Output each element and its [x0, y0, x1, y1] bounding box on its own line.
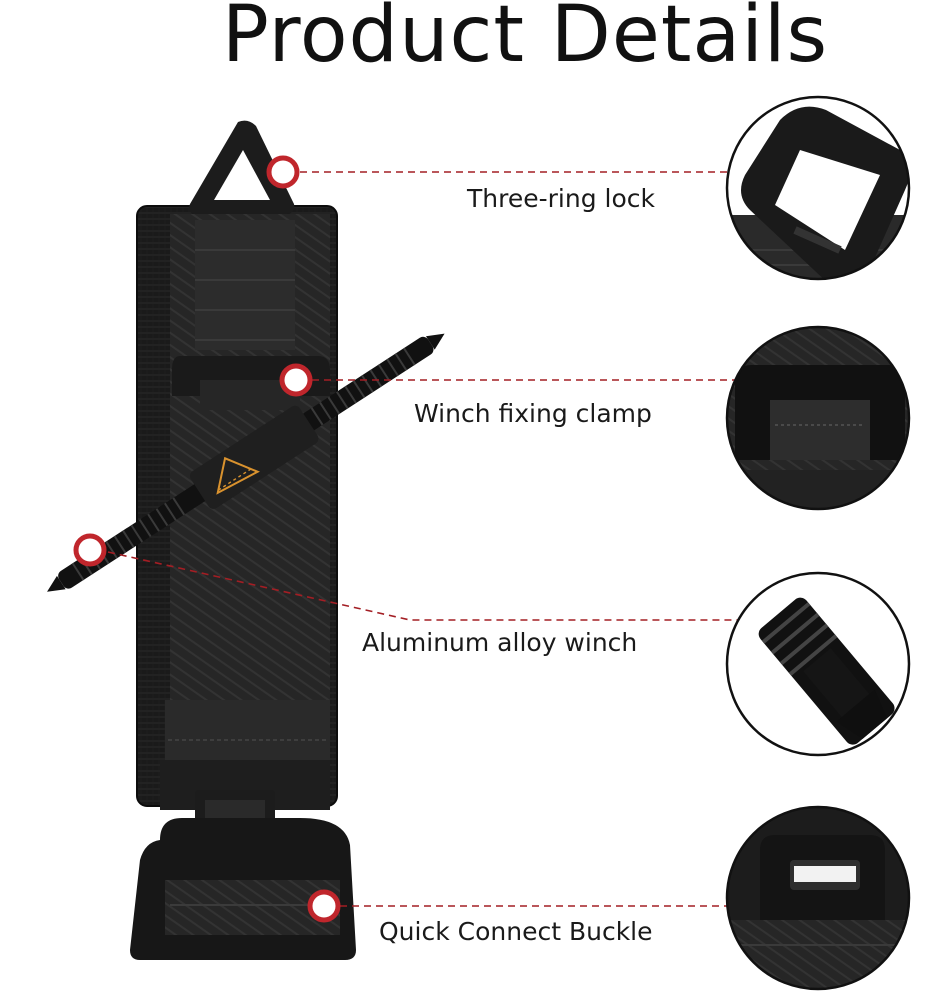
- markers: [73, 155, 341, 923]
- label-quick-connect-buckle: Quick Connect Buckle: [379, 917, 653, 946]
- quick-connect-buckle: [130, 790, 356, 960]
- winch-rod-detail-icon: [725, 571, 911, 757]
- marker-winch-clamp: [279, 363, 313, 397]
- clamp-detail-icon: [725, 325, 911, 511]
- page-title: Product Details: [221, 0, 829, 80]
- label-aluminum-alloy-winch: Aluminum alloy winch: [362, 628, 638, 657]
- triangle-ring: [188, 120, 295, 214]
- buckle-detail-icon: [725, 805, 911, 991]
- leader-lines: [107, 171, 740, 907]
- label-winch-fixing-clamp: Winch fixing clamp: [414, 399, 652, 428]
- marker-buckle: [307, 889, 341, 923]
- marker-winch: [73, 533, 107, 567]
- winch-rod: [47, 333, 445, 592]
- triangle-ring-detail-icon: [725, 95, 911, 281]
- label-three-ring-lock: Three-ring lock: [467, 184, 655, 213]
- marker-three-ring-lock: [266, 155, 300, 189]
